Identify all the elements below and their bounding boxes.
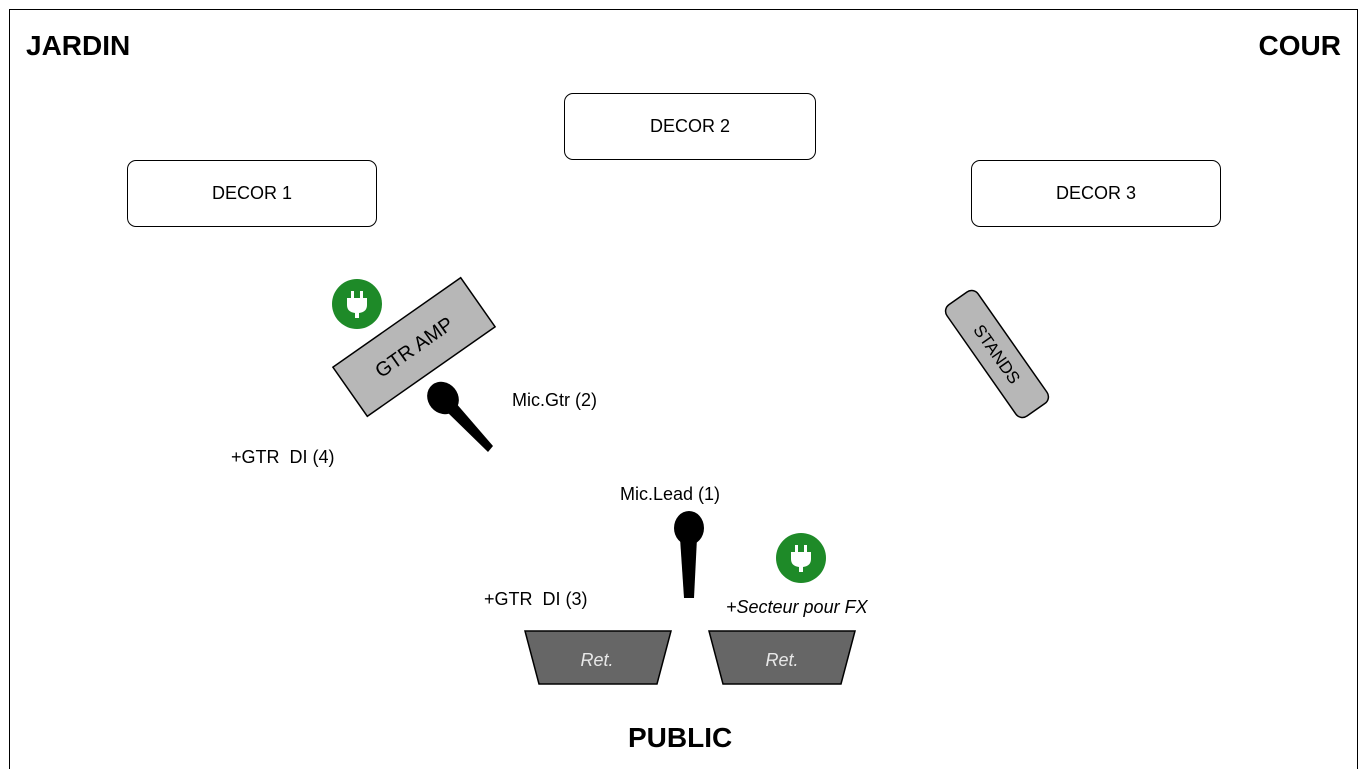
mic-lead-label: Mic.Lead (1) [620, 484, 721, 504]
decor-2: DECOR 2 [564, 93, 816, 160]
power-plug-icon [776, 533, 826, 583]
gtr-di-4-label: +GTR DI (4) [231, 447, 335, 467]
monitor-left: Ret. [524, 630, 672, 685]
monitor-right-label: Ret. [765, 650, 798, 670]
decor-1: DECOR 1 [127, 160, 377, 227]
cour-label: COUR [1258, 30, 1341, 61]
mic-gtr-label: Mic.Gtr (2) [512, 390, 597, 410]
monitor-left-label: Ret. [580, 650, 613, 670]
jardin-label: JARDIN [26, 30, 131, 61]
stage-frame [9, 9, 1358, 769]
monitor-right: Ret. [708, 630, 856, 685]
stands: STANDS [944, 289, 1050, 419]
audience-label: PUBLIC [628, 722, 733, 753]
microphone-icon [674, 511, 704, 598]
microphone-icon [427, 381, 493, 452]
power-plug-icon [332, 279, 382, 329]
decor-3: DECOR 3 [971, 160, 1221, 227]
gtr-di-3-label: +GTR DI (3) [484, 589, 588, 609]
secteur-fx-label: +Secteur pour FX [726, 597, 868, 617]
